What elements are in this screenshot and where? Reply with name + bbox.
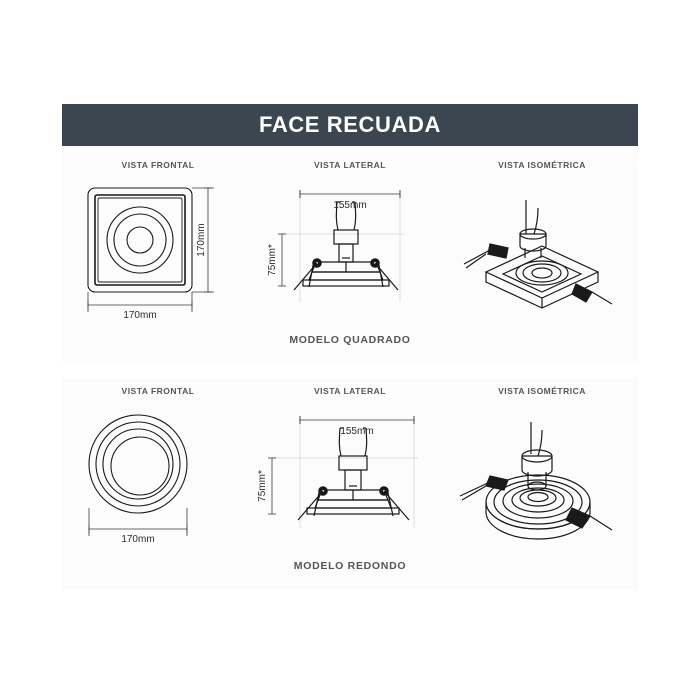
drawing-lateral-redondo: 155mm 75mm* [254, 398, 446, 556]
page-title: FACE RECUADA [259, 112, 441, 137]
dimension-label-width-frontal-quadrado: 170mm [123, 310, 156, 321]
views-row-quadrado: VISTA FRONTAL [62, 152, 638, 330]
dimension-label-width-frontal-redondo: 170mm [121, 534, 154, 545]
view-title-isometrica-quadrado: VISTA ISOMÉTRICA [498, 160, 586, 170]
view-title-frontal-redondo: VISTA FRONTAL [121, 386, 195, 396]
view-isometrica-redondo: VISTA ISOMÉTRICA [446, 378, 638, 556]
dimension-label-height-frontal-quadrado: 170mm [196, 223, 207, 256]
dimension-label-height-lateral-quadrado: 75mm* [267, 244, 278, 276]
view-title-frontal-quadrado: VISTA FRONTAL [121, 160, 195, 170]
view-frontal-redondo: VISTA FRONTAL [62, 378, 254, 556]
view-title-lateral-quadrado: VISTA LATERAL [314, 160, 386, 170]
dimension-label-height-lateral-redondo: 75mm* [257, 470, 268, 502]
dimension-label-width-lateral-quadrado: 155mm [333, 200, 366, 211]
drawing-lateral-quadrado: 155mm 75mm* [254, 172, 446, 330]
view-lateral-redondo: VISTA LATERAL [254, 378, 446, 556]
dimension-label-width-lateral-redondo: 155mm [340, 426, 373, 437]
drawing-frontal-quadrado: 170mm 170mm [62, 172, 254, 330]
drawing-frontal-redondo: 170mm [62, 398, 254, 556]
model-label-redondo: MODELO REDONDO [293, 560, 407, 572]
views-row-redondo: VISTA FRONTAL [62, 378, 638, 556]
page-header-banner: FACE RECUADA [62, 104, 638, 146]
drawing-isometrica-quadrado [446, 172, 638, 330]
model-label-quadrado: MODELO QUADRADO [289, 334, 411, 346]
view-lateral-quadrado: VISTA LATERAL [254, 152, 446, 330]
view-frontal-quadrado: VISTA FRONTAL [62, 152, 254, 330]
drawing-isometrica-redondo [446, 398, 638, 556]
model-section-quadrado: VISTA FRONTAL [62, 152, 638, 364]
view-title-lateral-redondo: VISTA LATERAL [314, 386, 386, 396]
view-isometrica-quadrado: VISTA ISOMÉTRICA [446, 152, 638, 330]
model-section-redondo: VISTA FRONTAL [62, 378, 638, 590]
view-title-isometrica-redondo: VISTA ISOMÉTRICA [498, 386, 586, 396]
